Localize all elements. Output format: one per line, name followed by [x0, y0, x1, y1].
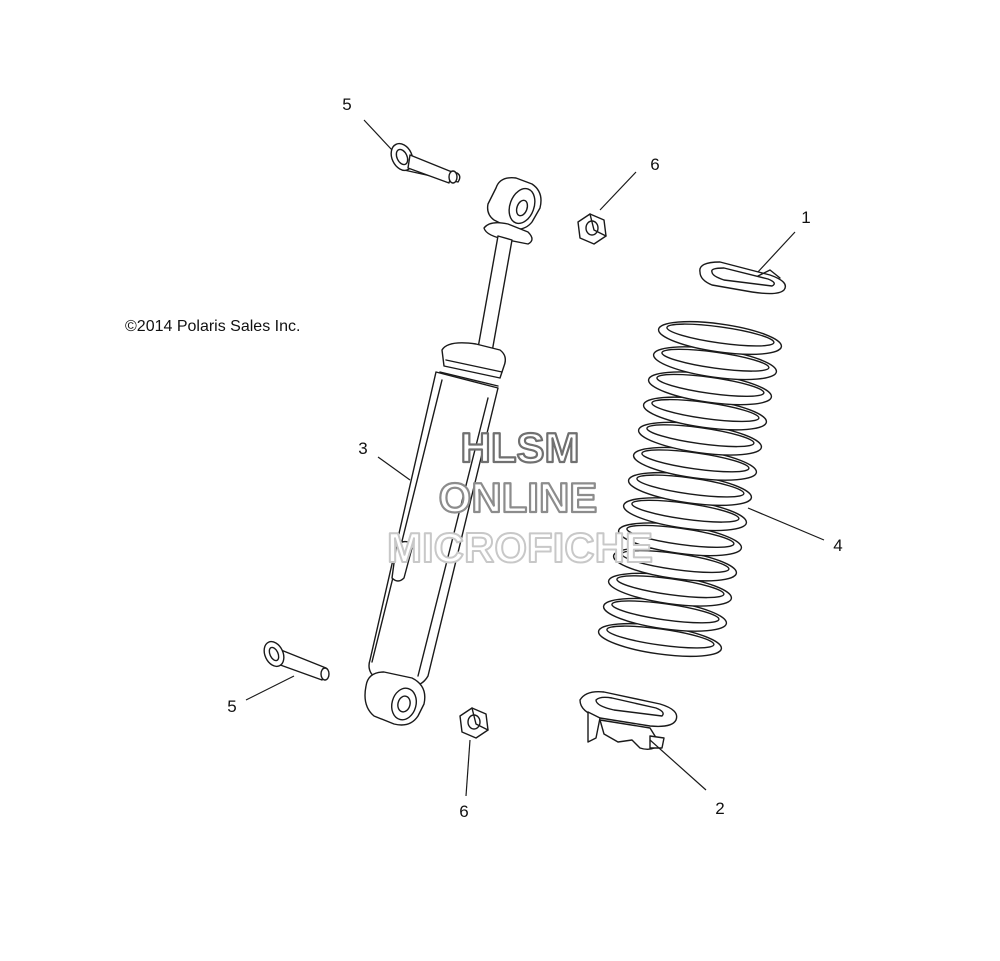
- callout-5-bottom: 5: [227, 697, 236, 716]
- watermark-line-1: HLSM: [461, 424, 580, 471]
- spring-seat-lower: [579, 690, 707, 791]
- spring-retainer-ring: [699, 231, 796, 295]
- watermark: HLSM ONLINE MICROFICHE: [386, 423, 654, 572]
- coil-spring: [597, 320, 783, 658]
- callout-6-top: 6: [650, 155, 659, 174]
- watermark-line-3: MICROFICHE: [387, 524, 653, 571]
- shock-absorber: [364, 177, 542, 726]
- bolt-bottom: [245, 640, 330, 701]
- callout-5-top: 5: [342, 95, 351, 114]
- callout-4: 4: [833, 536, 842, 555]
- callout-2: 2: [715, 799, 724, 818]
- leader-4: [747, 507, 825, 541]
- watermark-line-2: ONLINE: [439, 474, 598, 521]
- copyright-text: ©2014 Polaris Sales Inc.: [125, 318, 300, 335]
- nut-top: [577, 171, 637, 245]
- bolt-top: [363, 119, 461, 184]
- callout-1: 1: [801, 208, 810, 227]
- callout-6-bottom: 6: [459, 802, 468, 821]
- spring-coil-inner: [666, 323, 775, 347]
- nut-bottom: [459, 707, 489, 797]
- callout-3: 3: [358, 439, 367, 458]
